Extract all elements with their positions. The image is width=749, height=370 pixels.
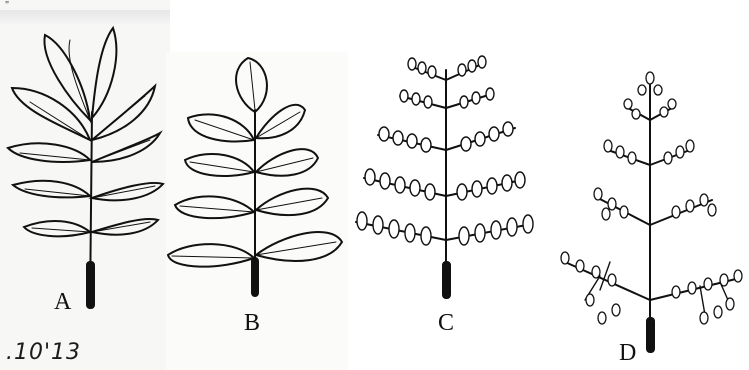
label-c: C [438,310,454,337]
label-d: D [619,340,636,367]
label-b: B [244,310,260,337]
label-a: A [54,289,71,316]
leaf-d-petiole [647,318,654,352]
handwritten-note: .10'13 [6,340,81,365]
